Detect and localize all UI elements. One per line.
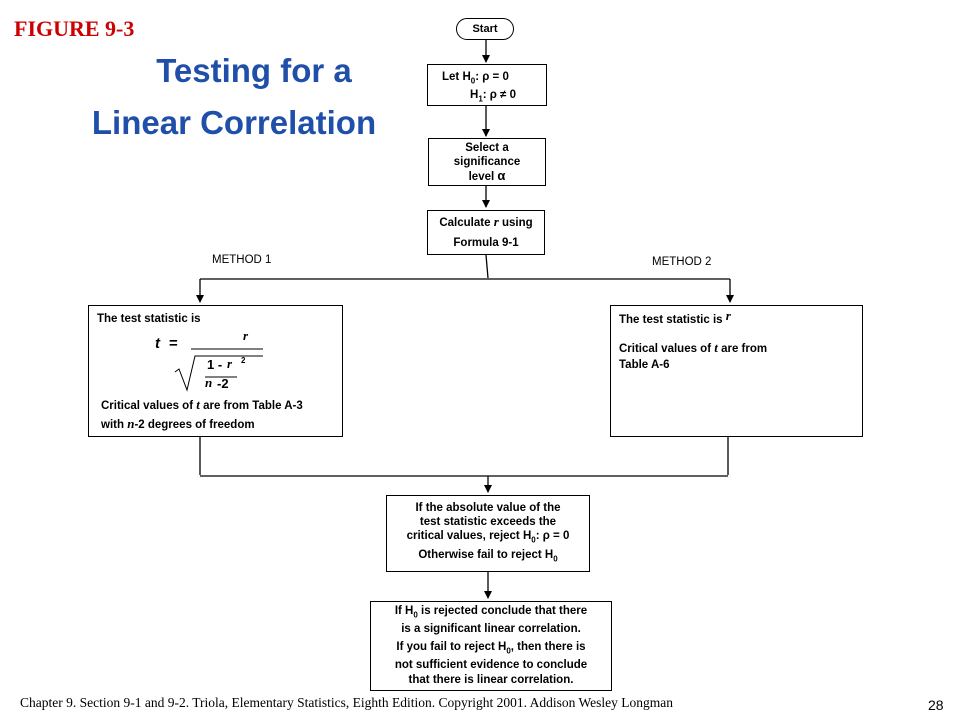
decision-line-1: If the absolute value of the [415, 502, 561, 515]
significance-line-2: significance [453, 155, 521, 168]
null-hypothesis: Let H0: ρ = 0 [442, 71, 509, 86]
method-2-label: METHOD 2 [652, 256, 712, 268]
conclusion-line-2: is a significant linear correlation. [401, 623, 581, 635]
method-2-critical-values: Critical values of t are from [619, 340, 768, 356]
formula-t: t [155, 335, 160, 352]
conclusion-line-4: not sufficient evidence to conclude [394, 659, 588, 672]
alpha-symbol: α [497, 167, 506, 183]
formula-n: n [205, 375, 213, 390]
decision-box: If the absolute value of the test statis… [386, 495, 590, 572]
conclusion-line-1: If H0 is rejected conclude that there [394, 604, 588, 619]
calculate-line-2: Formula 9-1 [453, 237, 519, 249]
method-2-table: Table A-6 [619, 359, 670, 371]
formula-minus-two: -2 [217, 376, 229, 391]
title-line-2: Linear Correlation [91, 104, 377, 141]
method-1-label: METHOD 1 [212, 254, 272, 266]
method-1-degrees-of-freedom: with n-2 degrees of freedom [101, 416, 255, 432]
calculate-line-1: Calculate r using [439, 214, 533, 230]
arrow-calculate-down [485, 254, 489, 279]
hypotheses-box: Let H0: ρ = 0 H1: ρ ≠ 0 [427, 64, 547, 106]
conclusion-box: If H0 is rejected conclude that there is… [370, 601, 612, 691]
formula-numerator: r [243, 328, 249, 343]
t-statistic-formula: t = r 1 - r 2 n -2 [143, 328, 343, 402]
method-2-box: The test statistic is r Critical values … [610, 305, 863, 437]
conclusion-line-5: that there is linear correlation. [408, 674, 574, 687]
calculate-box: Calculate r using Formula 9-1 [427, 210, 545, 255]
significance-box: Select a significance level α [428, 138, 546, 186]
footer-citation: Chapter 9. Section 9-1 and 9-2. Triola, … [20, 695, 673, 710]
alternative-hypothesis: H1: ρ ≠ 0 [470, 89, 517, 104]
start-node: Start [456, 18, 514, 40]
method-1-critical-values: Critical values of t are from Table A-3 [101, 397, 303, 413]
significance-line-3: level α [468, 167, 506, 183]
method-1-box: The test statistic is t = r 1 - r 2 n -2… [88, 305, 343, 437]
decision-line-2: test statistic exceeds the [419, 516, 557, 529]
conclusion-line-3: If you fail to reject H0, then there is [396, 641, 586, 656]
formula-r-squared: r [227, 356, 233, 371]
page-number: 28 [928, 697, 944, 713]
method-2-heading: The test statistic is r [619, 308, 731, 327]
title-line-1: Testing for a [156, 52, 352, 89]
start-label: Start [472, 23, 498, 35]
decision-line-3: critical values, reject H0: ρ = 0 [406, 530, 570, 545]
method-1-heading: The test statistic is [97, 313, 201, 325]
formula-exponent: 2 [241, 356, 246, 365]
figure-label: FIGURE 9-3 [14, 16, 135, 41]
fraction-and-root-lines [174, 348, 263, 392]
formula-equals: = [169, 335, 178, 352]
significance-line-1: Select a [465, 141, 509, 154]
decision-line-4: Otherwise fail to reject H0 [418, 548, 558, 563]
formula-one-minus: 1 - [207, 357, 223, 372]
